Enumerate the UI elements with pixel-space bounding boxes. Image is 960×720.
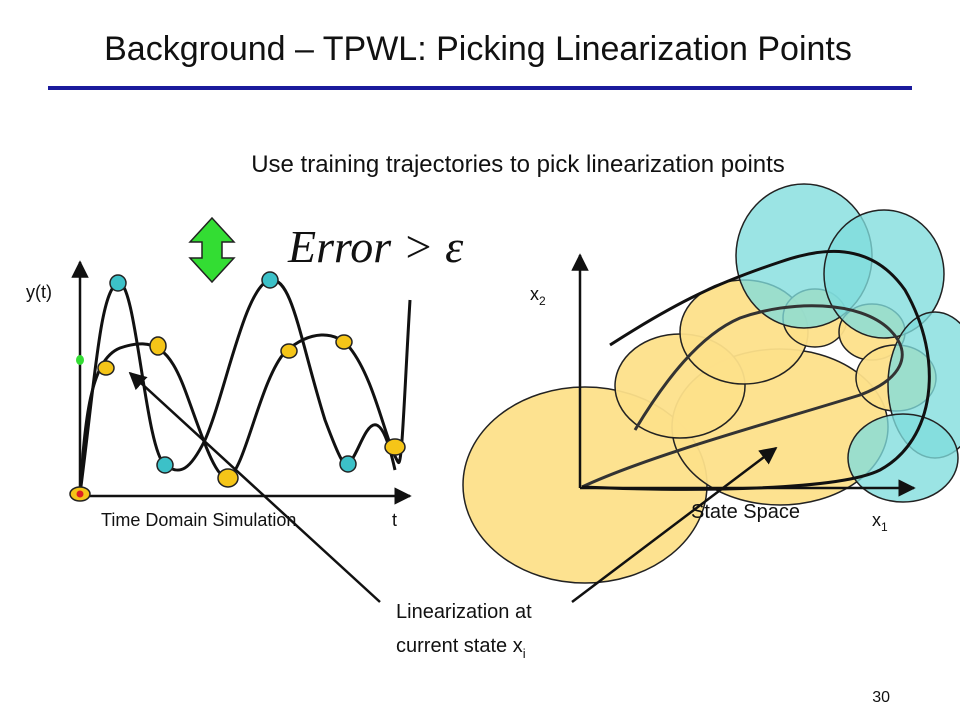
green-double-arrow-icon [188,216,236,284]
time-x-label: t [392,510,397,530]
page-number: 30 [872,689,890,706]
annotation-line-1: Linearization at [396,601,532,623]
slide-title: Background – TPWL: Picking Linearization… [104,30,852,68]
state-trajectory-2 [581,249,931,491]
linearization-point-cyan [261,271,279,289]
time-y-label: y(t) [26,282,52,302]
linearization-point-cyan [109,274,127,292]
pointer-to-time-point [128,371,381,603]
linearization-point-cyan [156,456,174,474]
linearization-point-yellow [149,336,167,356]
error-formula: Error > ε [287,221,464,272]
slide-subtitle: Use training trajectories to pick linear… [251,151,785,178]
state-y-label: x2 [530,284,546,308]
state-trajectory-1 [581,304,904,489]
cyan-region [847,413,959,503]
linearization-point-yellow [280,343,298,359]
time-domain-plot: y(t) t Time Domain Simulation [26,260,412,530]
green-marker [76,355,84,365]
annotation-line-2: current state xi [396,635,526,661]
linearization-point-yellow [217,468,239,488]
state-space-plot: x2 x1 State Space [462,183,960,584]
linearization-point-yellow [97,360,115,376]
origin-red-dot [76,490,84,498]
title-underline [48,86,912,90]
state-caption: State Space [691,501,800,523]
trajectory-curve-2 [78,299,412,495]
linearization-point-cyan [339,455,357,473]
pointer-to-state-point [571,446,778,603]
linearization-point-yellow [384,438,406,456]
linearization-point-yellow [335,334,353,350]
time-caption: Time Domain Simulation [101,510,296,530]
state-x-label: x1 [872,510,888,534]
